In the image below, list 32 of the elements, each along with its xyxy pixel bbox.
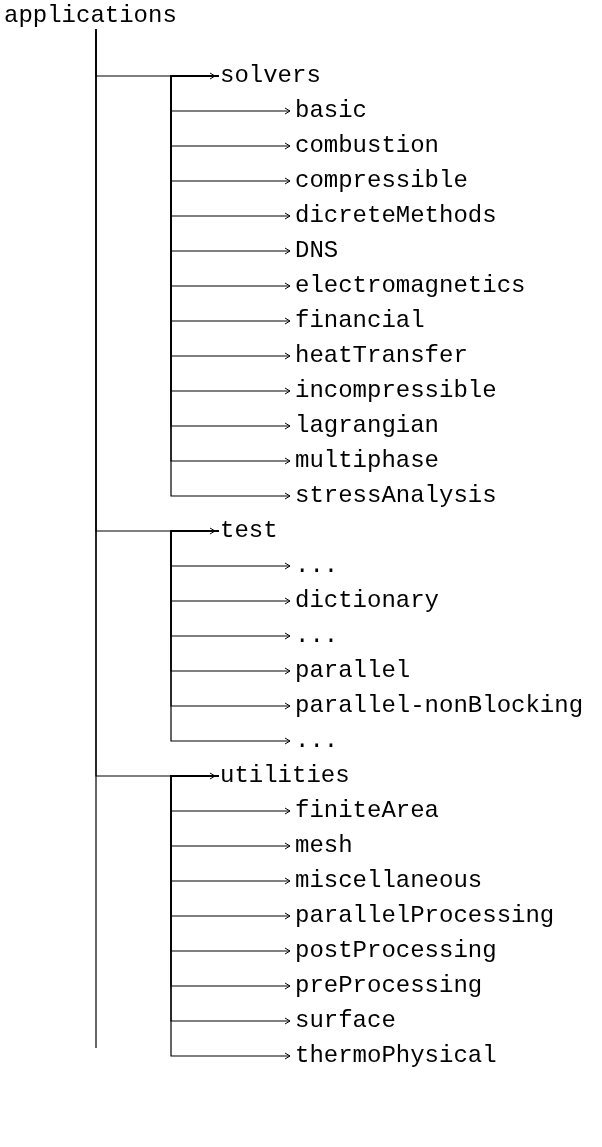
folder-label: ...	[295, 623, 339, 649]
folder-label: combustion	[295, 133, 440, 159]
folder-label: preProcessing	[295, 973, 483, 999]
folder-label: lagrangian	[295, 413, 440, 439]
folder-label: finiteArea	[295, 798, 440, 824]
folder-label: DNS	[295, 238, 339, 264]
folder-label: basic	[295, 98, 367, 124]
folder-label: parallelProcessing	[295, 903, 555, 929]
folder-label: stressAnalysis	[295, 483, 497, 509]
folder-label: parallel	[295, 658, 411, 684]
folder-label: electromagnetics	[295, 273, 526, 299]
folder-label: surface	[295, 1008, 396, 1034]
folder-label: utilities	[220, 763, 350, 789]
folder-label: multiphase	[295, 448, 440, 474]
folder-label: parallel-nonBlocking	[295, 693, 584, 719]
root-folder-label: applications	[4, 3, 177, 29]
folder-label: test	[220, 518, 278, 544]
arrow	[170, 530, 291, 745]
folder-label: dictionary	[295, 588, 440, 614]
folder-label: thermoPhysical	[295, 1043, 497, 1069]
folder-label: mesh	[295, 833, 353, 859]
folder-label: ...	[295, 728, 339, 754]
folder-label: dicreteMethods	[295, 203, 497, 229]
folder-label: heatTransfer	[295, 343, 468, 369]
folder-label: postProcessing	[295, 938, 497, 964]
folder-label: solvers	[220, 63, 321, 89]
folder-label: miscellaneous	[295, 868, 483, 894]
folder-label: financial	[295, 308, 425, 334]
folder-label: compressible	[295, 168, 468, 194]
folder-label: incompressible	[295, 378, 497, 404]
folder-label: ...	[295, 553, 339, 579]
arrow	[95, 28, 216, 780]
